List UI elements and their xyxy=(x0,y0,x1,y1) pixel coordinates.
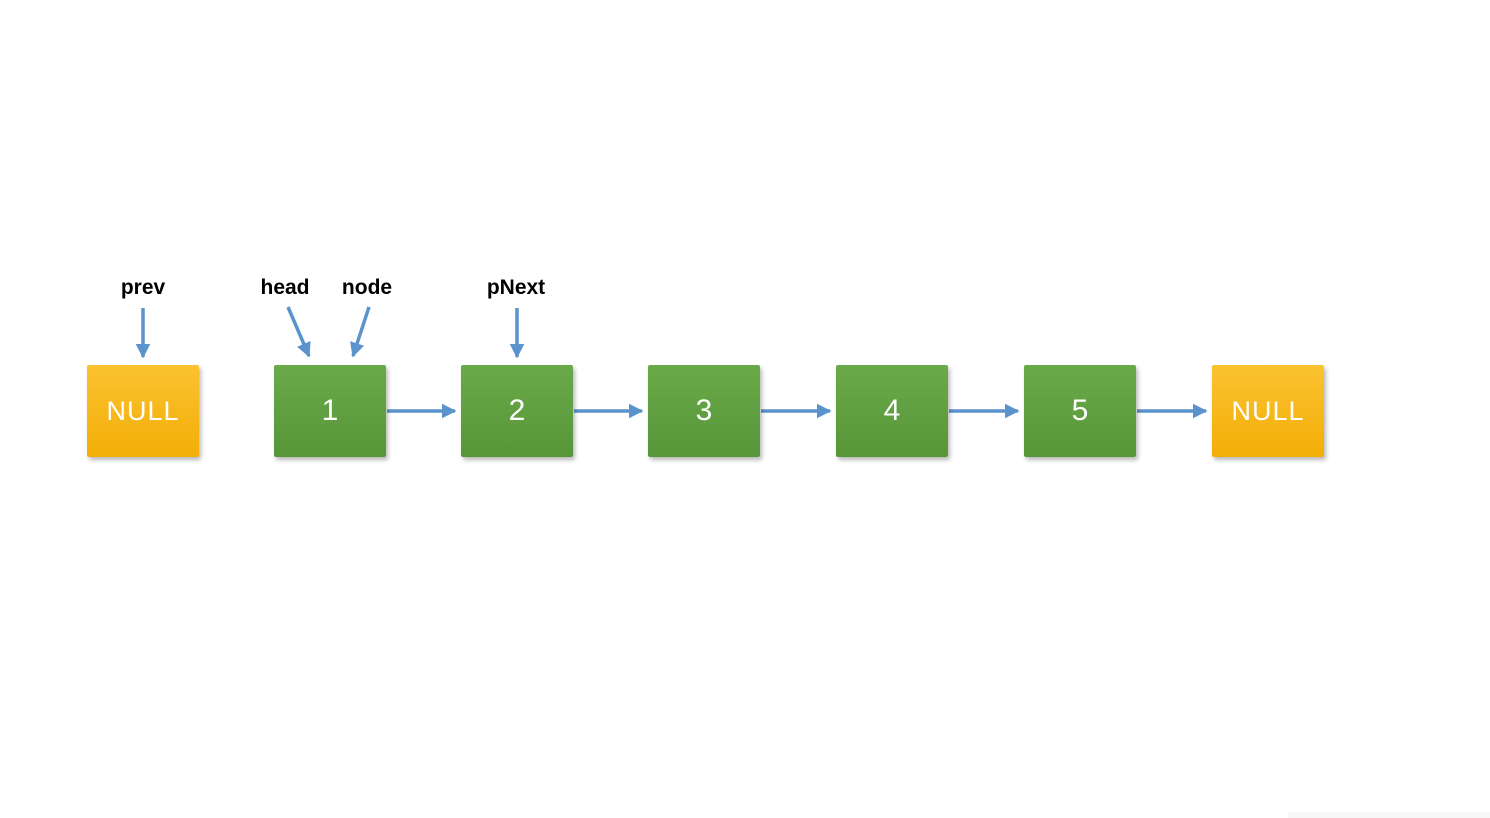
bottom-right-artifact xyxy=(1288,812,1490,818)
pointer-label-pnext: pNext xyxy=(486,276,546,299)
head-pointer-arrow xyxy=(286,306,311,358)
node-box-4: 4 xyxy=(836,365,948,457)
node-box-3: 3 xyxy=(648,365,760,457)
node-box-2: 2 xyxy=(461,365,573,457)
node-pointer-arrow xyxy=(350,306,371,358)
pointer-label-prev: prev xyxy=(120,276,166,299)
node-box-1: 1 xyxy=(274,365,386,457)
node-box-null-right: NULL xyxy=(1212,365,1324,457)
pointer-label-node: node xyxy=(341,276,393,299)
node-box-5: 5 xyxy=(1024,365,1136,457)
node-box-null-left: NULL xyxy=(87,365,199,457)
pointer-label-head: head xyxy=(260,276,310,299)
